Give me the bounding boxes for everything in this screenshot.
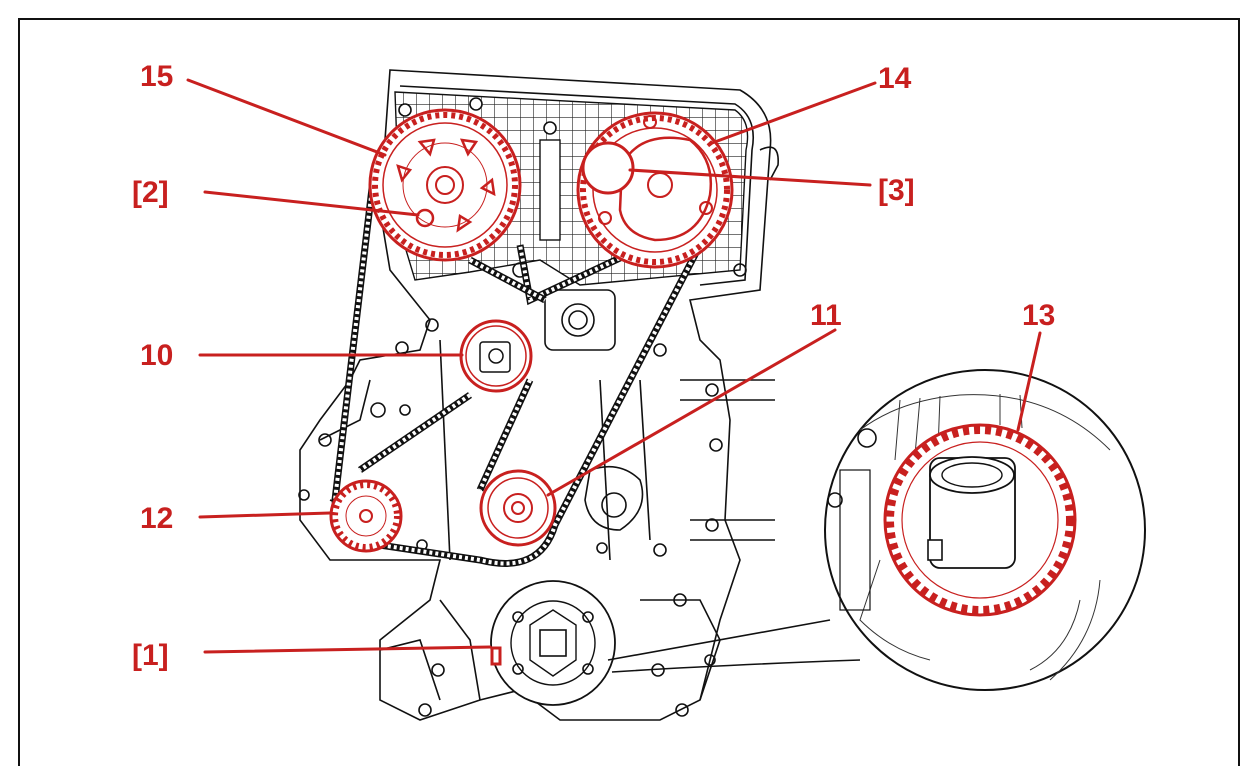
callout-labels: 15 14 [2] [3] 10 11 13 12 [1]: [132, 60, 1055, 672]
callout-12: 12: [140, 502, 173, 535]
callout-15: 15: [140, 60, 173, 93]
tensioner-pulley-10: [459, 319, 533, 393]
camshaft-sprocket-15: [368, 108, 522, 262]
detail-view-13: [607, 369, 1146, 691]
crankshaft-pulley: [490, 580, 616, 706]
callout-13: 13: [1022, 299, 1055, 332]
callout-14: 14: [878, 62, 912, 95]
callout-11: 11: [810, 299, 842, 332]
idler-pulley-11: [479, 469, 557, 547]
callout-2: [2]: [132, 176, 169, 209]
camshaft-sprocket-14: [576, 111, 734, 269]
callout-1: [1]: [132, 639, 169, 672]
sprocket-12: [329, 479, 403, 553]
diagram-frame: [18, 18, 1240, 766]
leader-lines: [186, 78, 1042, 654]
callout-10: 10: [140, 339, 173, 372]
callout-3: [3]: [878, 174, 915, 207]
